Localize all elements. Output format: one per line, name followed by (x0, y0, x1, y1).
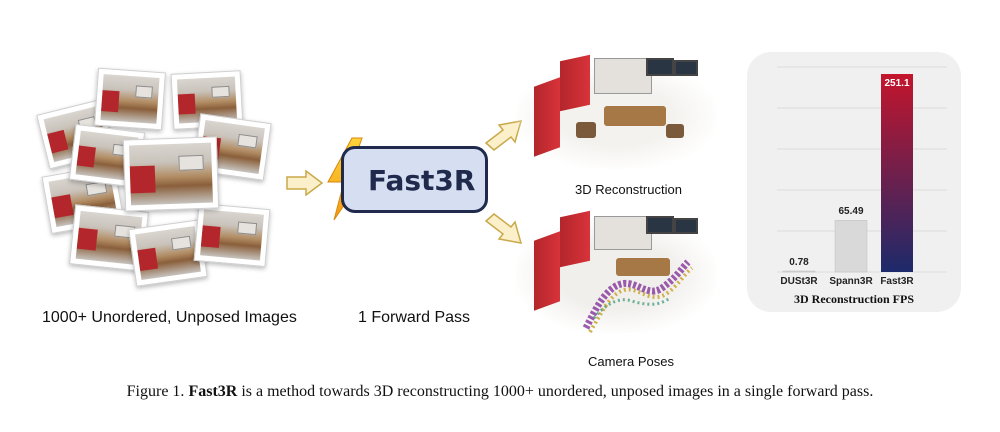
caption-text: is a method towards 3D reconstructing 10… (241, 383, 874, 400)
fps-bar-chart (777, 66, 947, 273)
bar-value-label: 65.49 (838, 206, 864, 218)
input-photo (193, 202, 271, 268)
right-arrow-icon (286, 170, 324, 196)
bar-spann3r (834, 220, 868, 273)
model-name: Fast3R (368, 164, 476, 197)
camera-poses-scene (506, 196, 724, 346)
category-label: Fast3R (880, 276, 914, 287)
category-label: DUSt3R (780, 276, 818, 287)
reconstruction-label: 3D Reconstruction (575, 182, 682, 197)
chart-title: 3D Reconstruction FPS (794, 292, 914, 306)
input-photo (94, 67, 166, 131)
camera-trajectory (582, 259, 694, 334)
input-photo (122, 136, 220, 212)
caption-prefix: Figure 1. (126, 383, 185, 400)
figure-caption: Figure 1. Fast3R is a method towards 3D … (0, 383, 1000, 401)
bar-value-label: 0.78 (789, 257, 809, 268)
bar-fast3r (881, 74, 913, 272)
category-label: Spann3R (829, 276, 873, 287)
forward-pass-label: 1 Forward Pass (358, 309, 471, 326)
fast3r-model-box (341, 146, 488, 213)
down-right-arrow-icon (484, 213, 523, 244)
reconstruction-scene (506, 24, 724, 174)
bar-value-label: 251.1 (884, 78, 910, 90)
caption-method-name: Fast3R (188, 383, 238, 400)
bar-dust3r (782, 270, 816, 273)
input-images-label: 1000+ Unordered, Unposed Images (42, 309, 297, 326)
camera-poses-label: Camera Poses (588, 354, 674, 369)
